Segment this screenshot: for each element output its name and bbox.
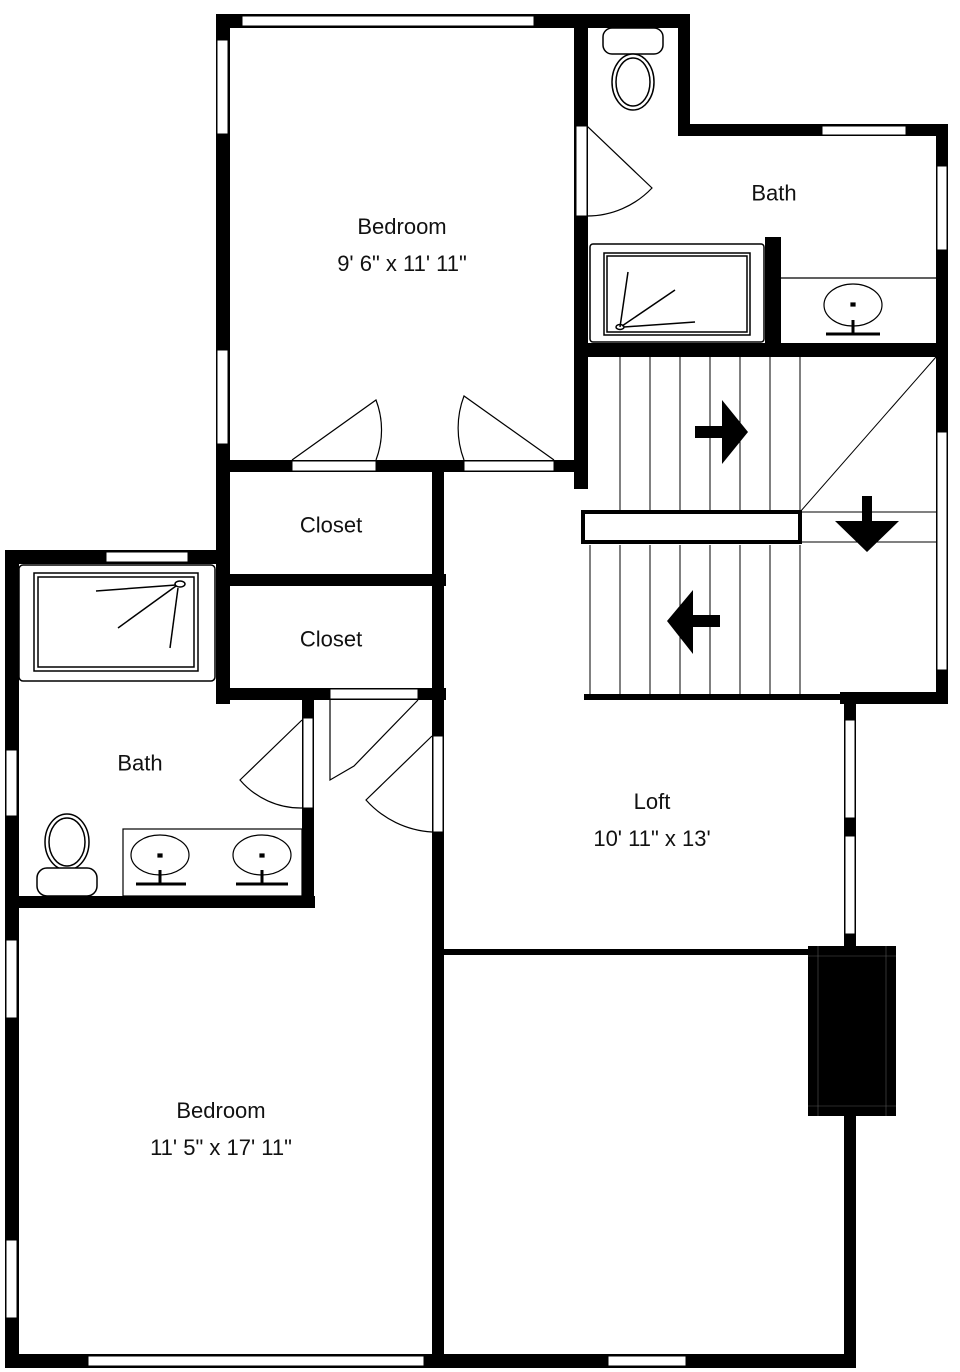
room-name: Bedroom xyxy=(176,1098,266,1123)
windows xyxy=(5,15,948,1367)
room-label-bedroom-upper: Bedroom 9' 6" x 11' 11" xyxy=(337,208,467,282)
room-name: Closet xyxy=(299,512,363,538)
room-dimensions: 9' 6" x 11' 11" xyxy=(337,251,467,276)
room-label-bath-lower: Bath xyxy=(117,745,162,782)
room-label-bedroom-lower: Bedroom 11' 5" x 17' 11" xyxy=(150,1092,292,1166)
shower-icon xyxy=(18,564,216,682)
arrow-down-icon xyxy=(835,496,899,552)
room-name: Loft xyxy=(633,789,671,814)
shower-icon xyxy=(589,243,765,343)
room-name: Bath xyxy=(117,750,163,776)
walls xyxy=(5,14,948,1368)
room-label-bath-upper: Bath xyxy=(751,175,796,212)
toilet-icon xyxy=(602,27,664,111)
double-sink-icon xyxy=(122,828,303,897)
room-dimensions: 11' 5" x 17' 11" xyxy=(150,1135,292,1160)
room-name: Closet xyxy=(299,626,363,652)
stairs xyxy=(581,356,937,696)
stair-arrows xyxy=(667,400,899,654)
arrow-right-icon xyxy=(695,400,748,464)
room-dimensions: 10' 11" x 13' xyxy=(593,826,711,851)
chimney xyxy=(808,946,896,1116)
room-name: Bedroom xyxy=(357,214,447,239)
toilet-icon xyxy=(36,813,98,897)
room-label-closet-1: Closet xyxy=(300,507,362,544)
sink-icon xyxy=(781,277,936,336)
room-label-closet-2: Closet xyxy=(300,621,362,658)
door-swings xyxy=(239,125,653,833)
room-label-loft: Loft 10' 11" x 13' xyxy=(593,783,710,857)
room-name: Bath xyxy=(751,180,797,206)
arrow-left-icon xyxy=(667,590,720,654)
